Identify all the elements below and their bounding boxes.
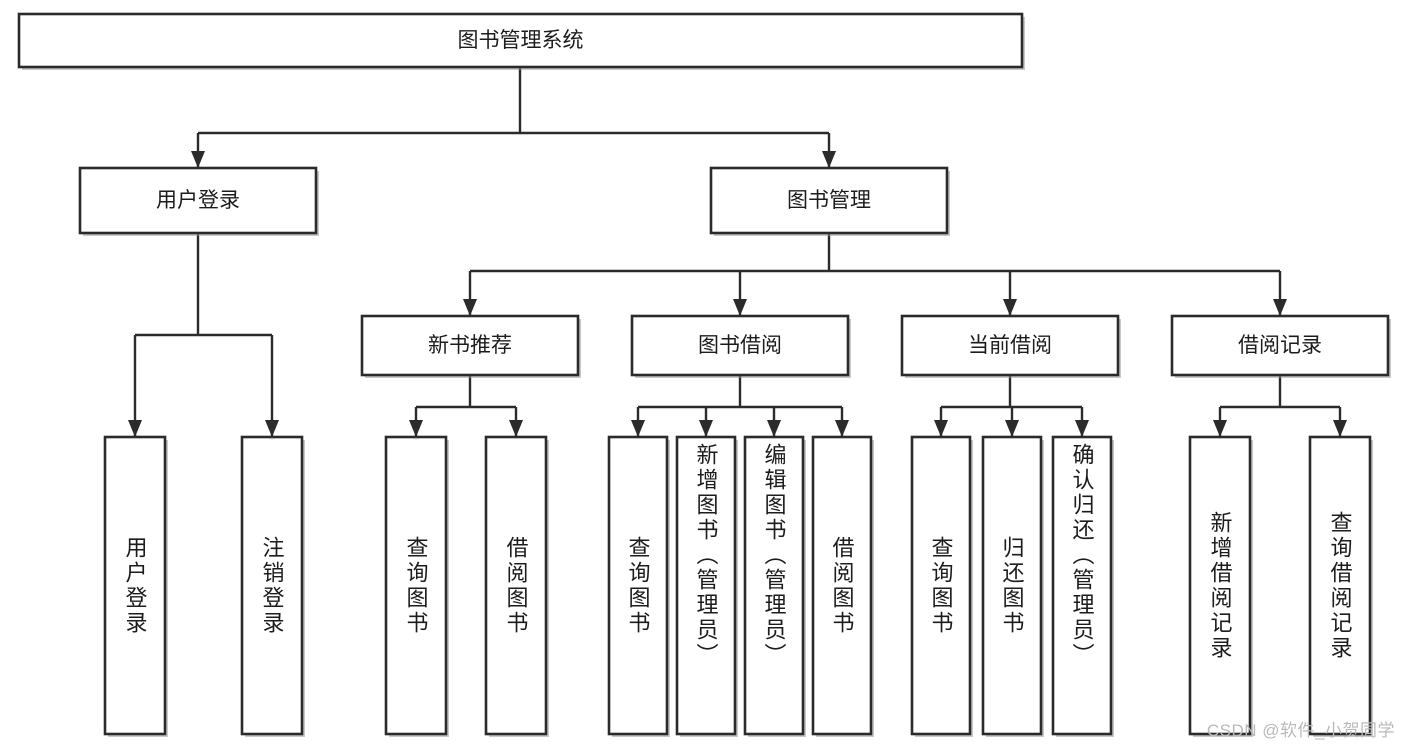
node-level2-label-1: 图书管理 bbox=[787, 189, 871, 212]
node-leaf-4[interactable] bbox=[607, 435, 669, 736]
watermark: CSDN @软件_小贺同学 bbox=[1206, 721, 1395, 740]
edge-level3-2-to-leaves-arrow-2 bbox=[1075, 420, 1089, 437]
edge-level3-2-to-leaves-arrow-0 bbox=[934, 420, 948, 437]
edge-level3-0-to-leaves-arrow-1 bbox=[509, 420, 523, 437]
edge-level3-2-to-leaves-arrow-1 bbox=[1005, 420, 1019, 437]
node-leaf-10[interactable] bbox=[1051, 435, 1113, 736]
node-level3-3[interactable] bbox=[1170, 314, 1390, 377]
node-level2-0[interactable] bbox=[78, 166, 318, 235]
edge-level3-1-to-leaves-arrow-2 bbox=[767, 420, 781, 437]
edge-level3-1-to-leaves-arrow-1 bbox=[699, 420, 713, 437]
node-leaf-11[interactable] bbox=[1188, 435, 1252, 736]
node-leaf-5[interactable] bbox=[675, 435, 737, 736]
node-leaf-3[interactable] bbox=[484, 435, 548, 736]
node-level3-1[interactable] bbox=[630, 314, 850, 377]
node-level3-2[interactable] bbox=[900, 314, 1120, 377]
edge-level3-0-to-leaves-arrow-0 bbox=[409, 420, 423, 437]
edge-user-to-leaves-arrow-0 bbox=[128, 420, 142, 437]
edge-level3-1-to-leaves-arrow-3 bbox=[835, 420, 849, 437]
node-level2-label-0: 用户登录 bbox=[156, 189, 240, 212]
edge-level3-3-to-leaves-arrow-1 bbox=[1333, 420, 1347, 437]
node-leaf-0[interactable] bbox=[103, 435, 167, 736]
node-leaf-6[interactable] bbox=[743, 435, 805, 736]
node-level3-label-1: 图书借阅 bbox=[698, 334, 782, 357]
edge-level3-3-to-leaves-arrow-0 bbox=[1213, 420, 1227, 437]
edge-book-to-level3-arrow-1 bbox=[733, 299, 747, 316]
node-root[interactable] bbox=[17, 12, 1024, 69]
node-level3-0[interactable] bbox=[360, 314, 580, 377]
edge-user-to-leaves-arrow-1 bbox=[265, 420, 279, 437]
node-boxes bbox=[17, 12, 1391, 737]
edge-root-to-level2-arrow-0 bbox=[191, 151, 205, 168]
edge-book-to-level3-arrow-0 bbox=[463, 299, 477, 316]
node-leaf-12[interactable] bbox=[1308, 435, 1372, 736]
edge-root-to-level2-arrow-1 bbox=[822, 151, 836, 168]
edge-book-to-level3-arrow-2 bbox=[1003, 299, 1017, 316]
node-level3-label-0: 新书推荐 bbox=[428, 334, 512, 357]
node-level2-1[interactable] bbox=[709, 166, 949, 235]
edge-level3-1-to-leaves-arrow-0 bbox=[631, 420, 645, 437]
node-root-label: 图书管理系统 bbox=[458, 29, 584, 52]
node-leaf-9[interactable] bbox=[981, 435, 1043, 736]
connector-edges bbox=[128, 67, 1347, 437]
node-leaf-8[interactable] bbox=[910, 435, 972, 736]
node-leaf-2[interactable] bbox=[384, 435, 448, 736]
edge-book-to-level3-arrow-3 bbox=[1273, 299, 1287, 316]
node-level3-label-2: 当前借阅 bbox=[968, 334, 1052, 357]
node-leaf-1[interactable] bbox=[240, 435, 304, 736]
node-level3-label-3: 借阅记录 bbox=[1238, 334, 1322, 357]
node-leaf-7[interactable] bbox=[811, 435, 873, 736]
